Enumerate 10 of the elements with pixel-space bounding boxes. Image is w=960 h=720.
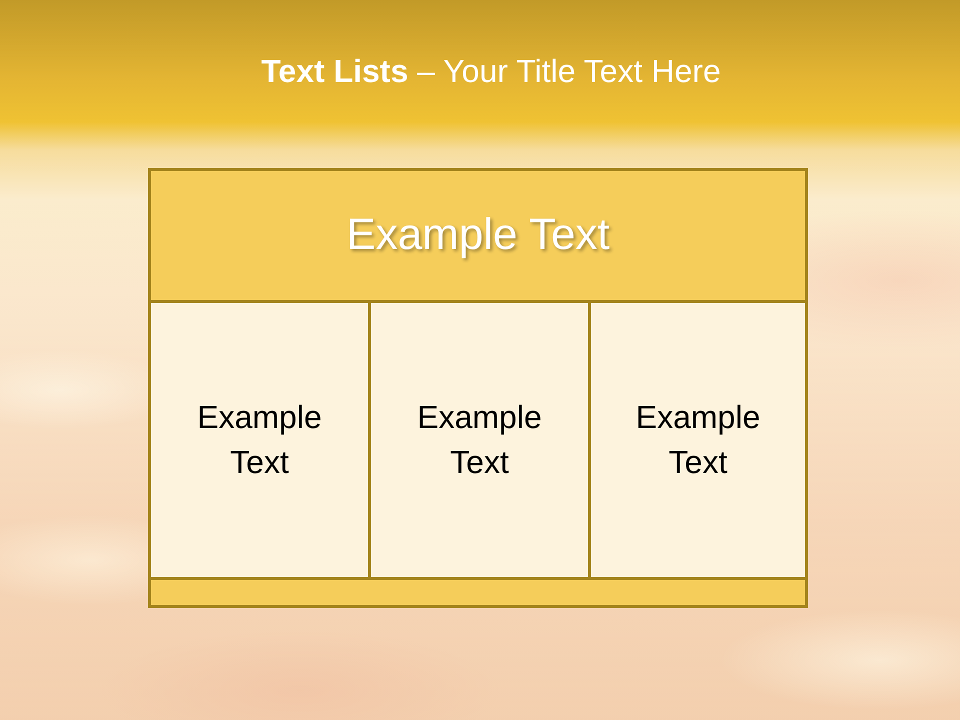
text-panel	[588, 300, 808, 580]
panel-text: Example Text	[196, 398, 323, 482]
panel-text: Example Text	[634, 398, 762, 482]
text-panel	[368, 300, 591, 580]
footer-band	[148, 577, 808, 608]
panel-text: Example Text	[416, 398, 543, 482]
slide-title: Text Lists – Your Title Text Here	[261, 52, 721, 90]
text-panel	[148, 300, 371, 580]
header-band	[148, 168, 808, 303]
header-text: Example Text	[346, 210, 610, 260]
